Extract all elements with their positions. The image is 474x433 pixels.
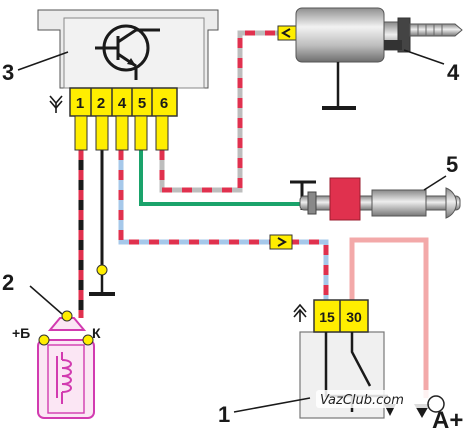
callout-valve: 4 xyxy=(447,60,460,85)
battery-label: A+ xyxy=(432,407,463,433)
plug-symbol-icon xyxy=(49,95,63,113)
callout-module: 3 xyxy=(2,60,14,85)
throttle-switch xyxy=(290,177,461,221)
connector-arrow-icon xyxy=(269,234,293,250)
callout-coil: 2 xyxy=(2,270,14,295)
ignition-module: 1 2 4 5 6 xyxy=(37,9,219,151)
relay-pin-label: 15 xyxy=(319,309,335,325)
watermark: VazClub.com xyxy=(316,390,445,413)
wire-pin6-to-valve xyxy=(159,30,296,193)
callout-switch: 5 xyxy=(446,152,458,177)
coil-terminal-k: К xyxy=(92,325,101,341)
transistor-icon xyxy=(95,24,160,80)
module-pin-label: 2 xyxy=(97,95,105,112)
wire-pin5-to-switch xyxy=(139,150,300,206)
module-pin-label: 5 xyxy=(138,95,146,112)
watermark-text: VazClub.com xyxy=(320,393,404,408)
wire-relay30-to-battery xyxy=(349,237,429,398)
module-pin-label: 4 xyxy=(118,95,127,112)
ignition-coil xyxy=(37,310,95,419)
module-pin-label: 1 xyxy=(76,95,84,112)
module-pin-label: 6 xyxy=(160,95,168,112)
connector-arrow-icon xyxy=(277,25,297,41)
ground-symbol xyxy=(89,264,115,296)
coil-terminal-plus: +Б xyxy=(12,325,30,341)
solenoid-valve xyxy=(295,7,463,110)
plug-symbol-icon xyxy=(293,303,307,322)
wire-pin4-to-relay xyxy=(118,150,329,300)
callout-relay: 1 xyxy=(218,402,230,427)
relay-pin-label: 30 xyxy=(346,309,362,325)
